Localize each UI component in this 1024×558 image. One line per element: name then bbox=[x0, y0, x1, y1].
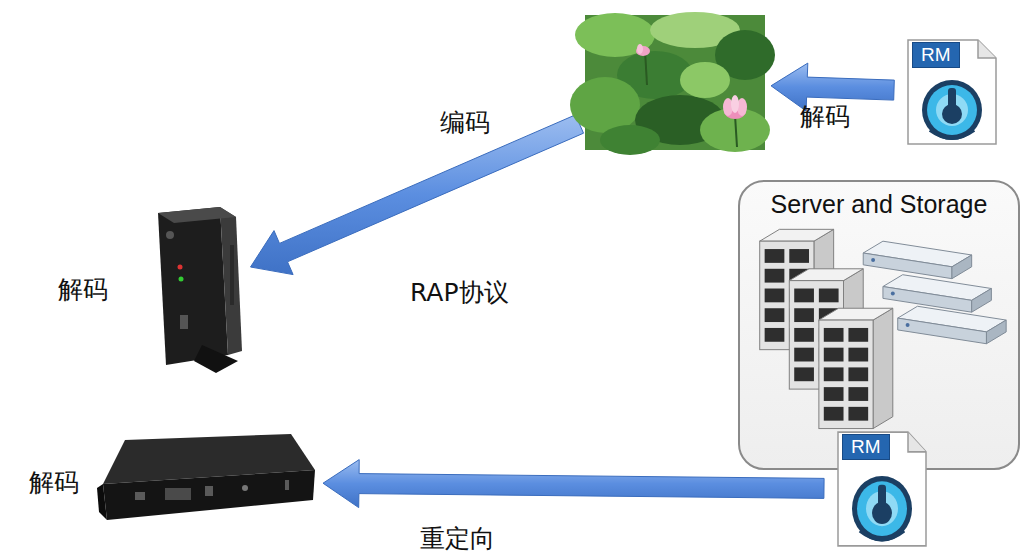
set-top-box-part bbox=[178, 265, 183, 270]
server-storage-box-part bbox=[765, 328, 785, 342]
rm-file-icon-part bbox=[927, 85, 977, 135]
server-storage-box-part bbox=[863, 253, 952, 279]
photo-image-part bbox=[570, 77, 640, 133]
set-top-box-part bbox=[230, 245, 234, 305]
node-text: 解码 bbox=[58, 273, 108, 306]
server-storage-box-part bbox=[848, 407, 868, 421]
photo-image-part bbox=[731, 95, 739, 113]
rm-file-icon-part bbox=[908, 432, 926, 452]
server-storage-box-part bbox=[819, 289, 839, 303]
rm-file-icon: RM bbox=[900, 38, 1000, 146]
photo-image-part bbox=[637, 44, 643, 54]
server-storage-box-part bbox=[848, 328, 868, 342]
photo-image-part bbox=[575, 13, 655, 57]
server-storage-box-part bbox=[824, 348, 844, 362]
server-storage-box-part bbox=[824, 387, 844, 401]
server-storage-box-part bbox=[871, 258, 875, 262]
rm-file-icon-part bbox=[852, 476, 912, 542]
server-storage-box-part bbox=[819, 308, 893, 320]
edge-label: RAP协议 bbox=[410, 276, 509, 309]
node-text: Server and Storage bbox=[771, 190, 988, 219]
server-storage-box-part bbox=[848, 387, 868, 401]
server-storage-box-part bbox=[789, 269, 863, 281]
photo-image-part bbox=[680, 62, 730, 98]
media-player-box-part bbox=[242, 485, 248, 491]
rm-file-icon-part bbox=[857, 481, 907, 536]
note-label: 编码 bbox=[440, 106, 490, 139]
server-storage-box-part bbox=[819, 320, 873, 428]
rm-file-icon: RM bbox=[830, 430, 930, 548]
server-storage-box-part bbox=[848, 367, 868, 381]
rm-file-icon-part bbox=[838, 432, 926, 546]
photo-image-part bbox=[735, 115, 737, 147]
server-storage-box-part bbox=[873, 308, 893, 428]
server-storage-box-part bbox=[760, 229, 834, 241]
rm-file-icon-part bbox=[860, 531, 904, 540]
server-storage-box-part bbox=[740, 182, 1018, 468]
set-top-box-part bbox=[180, 315, 188, 329]
server-storage-box-part bbox=[794, 328, 814, 342]
node-text: 解码 bbox=[29, 466, 79, 499]
server-storage-box-part bbox=[952, 255, 972, 279]
server-storage-box-part bbox=[765, 249, 785, 263]
server-storage-box-part bbox=[898, 318, 987, 344]
media-player-box-part bbox=[205, 486, 213, 496]
rm-file-icon-part bbox=[930, 130, 974, 138]
media-player-box-part bbox=[95, 432, 317, 532]
media-player-box-part bbox=[97, 484, 107, 520]
server-storage-box-part bbox=[765, 308, 785, 322]
server-storage-box-part bbox=[824, 367, 844, 381]
rm-file-icon-part bbox=[948, 88, 956, 108]
photo-image-part bbox=[600, 125, 660, 155]
server-storage-box-part bbox=[906, 323, 910, 327]
set-top-box-part bbox=[220, 207, 242, 355]
photo-image-part bbox=[585, 15, 765, 150]
edge-label: 解码 bbox=[800, 100, 850, 133]
server-storage-box-part bbox=[794, 289, 814, 303]
node-text: RM bbox=[912, 42, 960, 68]
server-storage-box-part bbox=[765, 289, 785, 303]
set-top-box-part bbox=[158, 207, 236, 223]
media-player-box: 解码 bbox=[95, 432, 317, 532]
server-storage-box-part bbox=[986, 320, 1006, 344]
server-storage-box-part bbox=[760, 241, 814, 349]
server-storage-box-part bbox=[891, 291, 895, 295]
set-top-box-part bbox=[150, 205, 245, 375]
rm-file-icon-part bbox=[878, 485, 886, 507]
rm-file-icon-part bbox=[908, 40, 996, 144]
media-player-box-part bbox=[165, 488, 191, 500]
server-storage-box-part bbox=[824, 328, 844, 342]
server-storage-box-part bbox=[789, 249, 809, 263]
server-storage-box-part bbox=[794, 367, 814, 381]
server-storage-box-part bbox=[824, 407, 844, 421]
media-player-box-part bbox=[135, 492, 145, 500]
set-top-box: 解码 bbox=[150, 205, 245, 375]
server-storage-box-part bbox=[794, 348, 814, 362]
photo-image bbox=[585, 15, 765, 150]
server-storage-box: Server and StorageRM bbox=[738, 180, 1020, 470]
node-text: RM bbox=[842, 434, 890, 460]
set-top-box-part bbox=[166, 231, 174, 239]
server-storage-box-part bbox=[972, 289, 992, 313]
rm-file-icon-part bbox=[978, 40, 996, 58]
server-storage-box-part bbox=[794, 308, 814, 322]
rm-file-icon-part bbox=[922, 80, 982, 140]
flow-arrow bbox=[323, 460, 824, 508]
server-storage-box-part bbox=[789, 281, 843, 389]
set-top-box-part bbox=[179, 277, 184, 282]
server-storage-box-part bbox=[765, 269, 785, 283]
server-storage-box-part bbox=[848, 348, 868, 362]
flow-arrow bbox=[251, 115, 584, 275]
set-top-box-part bbox=[194, 345, 238, 373]
edge-label: 重定向 bbox=[420, 522, 495, 555]
media-player-box-part bbox=[285, 480, 289, 490]
media-player-box-part bbox=[103, 470, 315, 520]
set-top-box-part bbox=[158, 207, 228, 365]
